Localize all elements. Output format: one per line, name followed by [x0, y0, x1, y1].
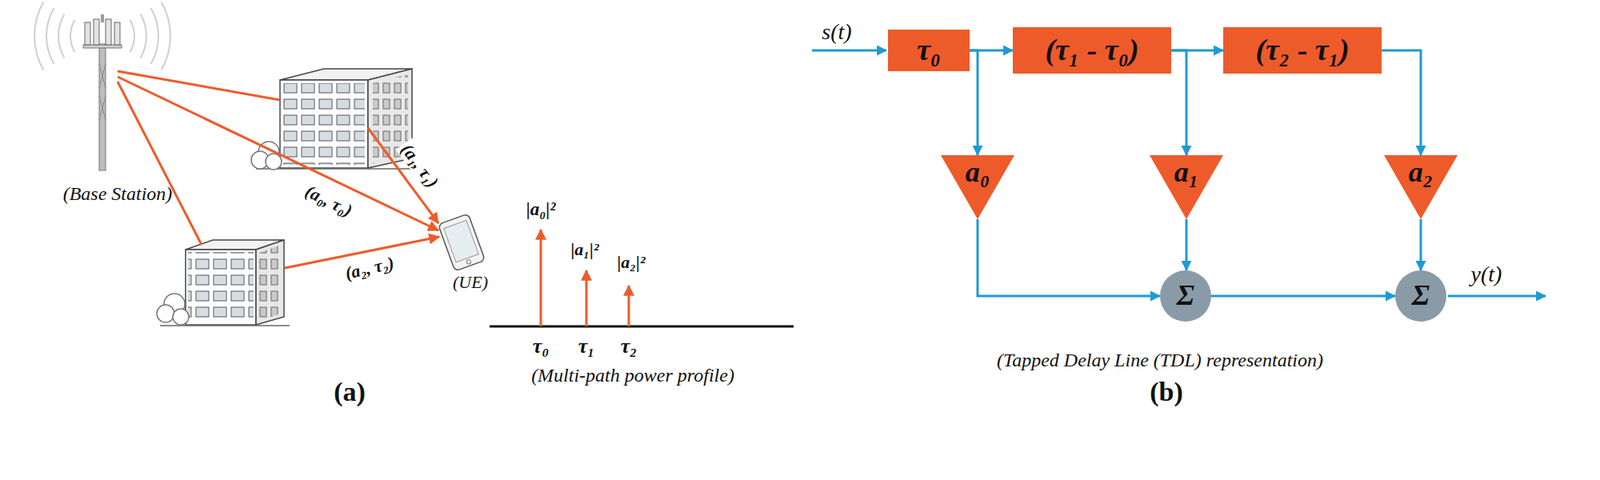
panel-label: (a): [333, 376, 366, 408]
signal-connector: [1420, 219, 1423, 271]
building-top-part: [256, 168, 416, 170]
radio-waves-part: [151, 8, 159, 64]
signal-connector: [1171, 50, 1187, 156]
gain-triangle: a₁: [1149, 155, 1224, 220]
building-top-part: [280, 80, 368, 168]
signal-label: y(t): [1471, 261, 1503, 288]
ue-phone: [438, 213, 486, 272]
delay-box: τ₀: [888, 29, 970, 72]
node-text: (τ₂ - τ₁): [1255, 33, 1349, 68]
power-profile-part: [628, 285, 631, 327]
station-label: (Base Station): [63, 183, 173, 206]
panel-label: (b): [1149, 376, 1184, 408]
path-label: (a₂, τ₂): [340, 252, 399, 284]
building-bottom-part: [185, 249, 256, 325]
radio-waves-part: [58, 14, 64, 59]
building-top-part: [265, 153, 282, 170]
signal-label: s(t): [821, 19, 852, 45]
radio-waves-part: [46, 8, 54, 64]
power-profile: [489, 229, 794, 327]
gain-triangle: a₀: [940, 155, 1015, 220]
radio-waves-part: [34, 2, 44, 71]
signal-connector: [1185, 219, 1188, 271]
delay-label: τ₀: [532, 334, 550, 359]
signal-connector: [969, 50, 978, 156]
delay-label: τ₂: [620, 334, 638, 359]
io-wires-part: [812, 49, 887, 52]
power-label: |a₁|²: [571, 239, 600, 260]
building-top: [251, 68, 416, 170]
power-profile-part: [585, 270, 588, 327]
base-station-tower: [83, 14, 122, 171]
power-label: |a₀|²: [526, 199, 556, 220]
signal-connector: [1211, 295, 1396, 298]
propagation-rays-part: [117, 81, 202, 245]
ue-phone-part: [444, 220, 480, 263]
signal-connector: [1381, 50, 1421, 156]
power-profile-part: [489, 325, 794, 328]
propagation-rays: [117, 71, 440, 268]
node-text: Σ: [1412, 280, 1430, 312]
node-text: a₀: [965, 156, 991, 189]
triangle-shape: [1384, 155, 1458, 220]
delay-label: τ₁: [578, 334, 596, 359]
building-bottom-part: [156, 304, 175, 323]
base-station-tower-part: [83, 44, 122, 48]
delay-box: (τ₂ - τ₁): [1223, 27, 1382, 74]
delay-box: (τ₁ - τ₀): [1012, 27, 1172, 74]
building-bottom-part: [256, 240, 284, 325]
io-wires-part: [1448, 295, 1546, 298]
power-label: |a₂|²: [617, 252, 646, 272]
sum-circle: Σ: [1160, 270, 1212, 322]
ue-phone-part: [466, 259, 472, 264]
propagation-rays-part: [117, 71, 280, 100]
building-bottom-part: [188, 252, 254, 323]
base-station-tower-part: [105, 19, 112, 45]
base-station-tower-part: [100, 14, 104, 23]
radio-waves-part: [130, 20, 135, 52]
radio-waves-part: [140, 14, 147, 59]
base-station-tower-part: [93, 19, 100, 45]
node-text: Σ: [1176, 280, 1195, 312]
signal-connector: [977, 219, 1160, 296]
building-bottom-part: [259, 244, 281, 321]
radio-waves-part: [161, 2, 171, 71]
node-text: a₁: [1174, 156, 1200, 189]
path-label: (a₁, τ₁): [396, 137, 445, 193]
radio-waves-part: [70, 20, 75, 52]
node-text: τ₀: [916, 33, 941, 68]
triangle-shape: [1149, 155, 1224, 220]
path-label: (a₀, τ₀): [300, 180, 358, 222]
sum-circle: Σ: [1395, 270, 1447, 322]
ue-phone-part: [438, 213, 486, 272]
power-profile-part: [540, 229, 543, 327]
building-bottom: [156, 240, 290, 326]
base-station-tower-part: [84, 22, 91, 45]
io-wires: [812, 50, 1546, 296]
figure-caption: (Tapped Delay Line (TDL) representation): [996, 349, 1324, 372]
node-text: (τ₁ - τ₀): [1044, 33, 1139, 68]
node-text: a₂: [1408, 156, 1434, 189]
base-station-tower-part: [99, 44, 106, 171]
triangle-shape: [940, 155, 1015, 220]
gain-triangle: a₂: [1384, 155, 1458, 220]
base-station-tower-part: [99, 64, 106, 120]
ue-label: (UE): [452, 272, 488, 292]
propagation-rays-part: [117, 76, 439, 231]
figure-caption: (Multi-path power profile): [531, 364, 735, 388]
building-top-part: [283, 83, 365, 165]
building-bottom-part: [172, 308, 189, 325]
base-station-tower-part: [114, 22, 120, 45]
